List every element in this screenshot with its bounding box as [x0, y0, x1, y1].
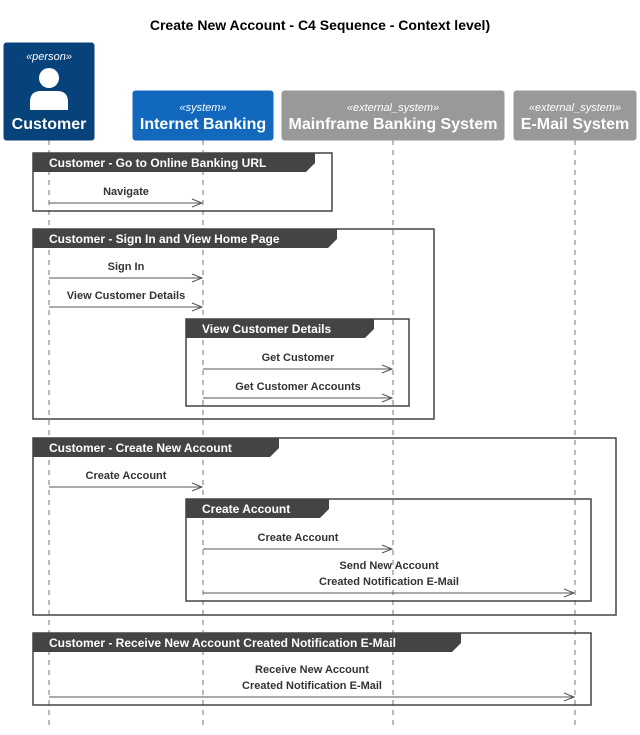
message-label: Create Account: [258, 532, 339, 544]
participant-name: Mainframe Banking System: [289, 116, 498, 133]
arrowhead-icon: [563, 588, 576, 598]
participant-box: [281, 90, 505, 141]
message-label: Receive New Account: [255, 664, 369, 676]
group-frame-tab: [186, 319, 374, 338]
participant-stereotype: «system»: [179, 102, 226, 114]
participant-box: [132, 90, 274, 141]
message-arrow: Sign In: [49, 261, 204, 283]
message-label: Created Notification E-Mail: [319, 576, 459, 588]
participant-box: [513, 90, 637, 141]
group-frame: Customer - Create New Account: [32, 437, 617, 616]
group-frame-tab: [33, 229, 337, 248]
participant-mainframe-banking-system: «external_system» Mainframe Banking Syste…: [281, 90, 505, 141]
arrowhead-icon: [563, 692, 576, 702]
group-frame: View Customer Details: [185, 318, 410, 407]
participant-name: Internet Banking: [140, 116, 266, 133]
message-label: Sign In: [108, 261, 145, 273]
arrowhead-icon: [191, 302, 204, 312]
participant-stereotype: «person»: [26, 51, 72, 63]
participant-customer: «person» Customer: [3, 42, 95, 141]
participant-stereotype: «external_system»: [347, 102, 439, 114]
message-arrow: Get Customer: [203, 352, 394, 374]
participant-name: Customer: [12, 116, 87, 133]
group-label: Customer - Sign In and View Home Page: [49, 232, 280, 246]
group-frame-tab: [33, 153, 315, 172]
group-frame: Customer - Sign In and View Home Page: [32, 228, 435, 420]
group-frame: Customer - Receive New Account Created N…: [32, 632, 592, 706]
message-arrow: Create Account: [203, 532, 394, 554]
lifelines: [48, 140, 576, 730]
group-frame-tab: [186, 499, 329, 518]
group-label: Customer - Create New Account: [49, 441, 232, 455]
arrowhead-icon: [381, 393, 394, 403]
group-label: Customer - Go to Online Banking URL: [49, 156, 266, 170]
message-arrow: Create Account: [49, 470, 204, 492]
arrowhead-icon: [191, 198, 204, 208]
group-label: Create Account: [202, 502, 290, 516]
participants: «person» Customer «system» Internet Banking…: [3, 42, 637, 141]
message-label: Navigate: [103, 186, 149, 198]
participant-e-mail-system: «external_system» E-Mail System: [513, 90, 637, 141]
message-label: Create Account: [86, 470, 167, 482]
person-icon: [30, 68, 68, 110]
message-label: View Customer Details: [67, 290, 185, 302]
group-frames: Customer - Go to Online Banking URL Custo…: [32, 152, 617, 706]
arrowhead-icon: [191, 273, 204, 283]
arrowhead-icon: [381, 364, 394, 374]
message-arrow: Navigate: [49, 186, 204, 208]
group-frame-border: [185, 498, 592, 602]
message-label: Created Notification E-Mail: [242, 680, 382, 692]
participant-stereotype: «external_system»: [529, 102, 621, 114]
group-label: Customer - Receive New Account Created N…: [49, 636, 396, 650]
message-arrow: View Customer Details: [49, 290, 204, 312]
group-frame-tab: [33, 438, 279, 457]
diagram-title: Create New Account - C4 Sequence - Conte…: [150, 17, 490, 33]
message-arrow: Get Customer Accounts: [203, 381, 394, 403]
message-label: Get Customer: [262, 352, 335, 364]
group-frame: Customer - Go to Online Banking URL: [32, 152, 333, 212]
group-frame: Create Account: [185, 498, 592, 602]
message-label: Send New Account: [339, 560, 439, 572]
participant-internet-banking: «system» Internet Banking: [132, 90, 274, 141]
group-label: View Customer Details: [202, 322, 331, 336]
arrowhead-icon: [381, 544, 394, 554]
group-frame-border: [32, 437, 617, 616]
message-label: Get Customer Accounts: [235, 381, 361, 393]
group-frame-tab: [33, 633, 461, 652]
participant-name: E-Mail System: [521, 116, 629, 133]
arrowhead-icon: [191, 482, 204, 492]
